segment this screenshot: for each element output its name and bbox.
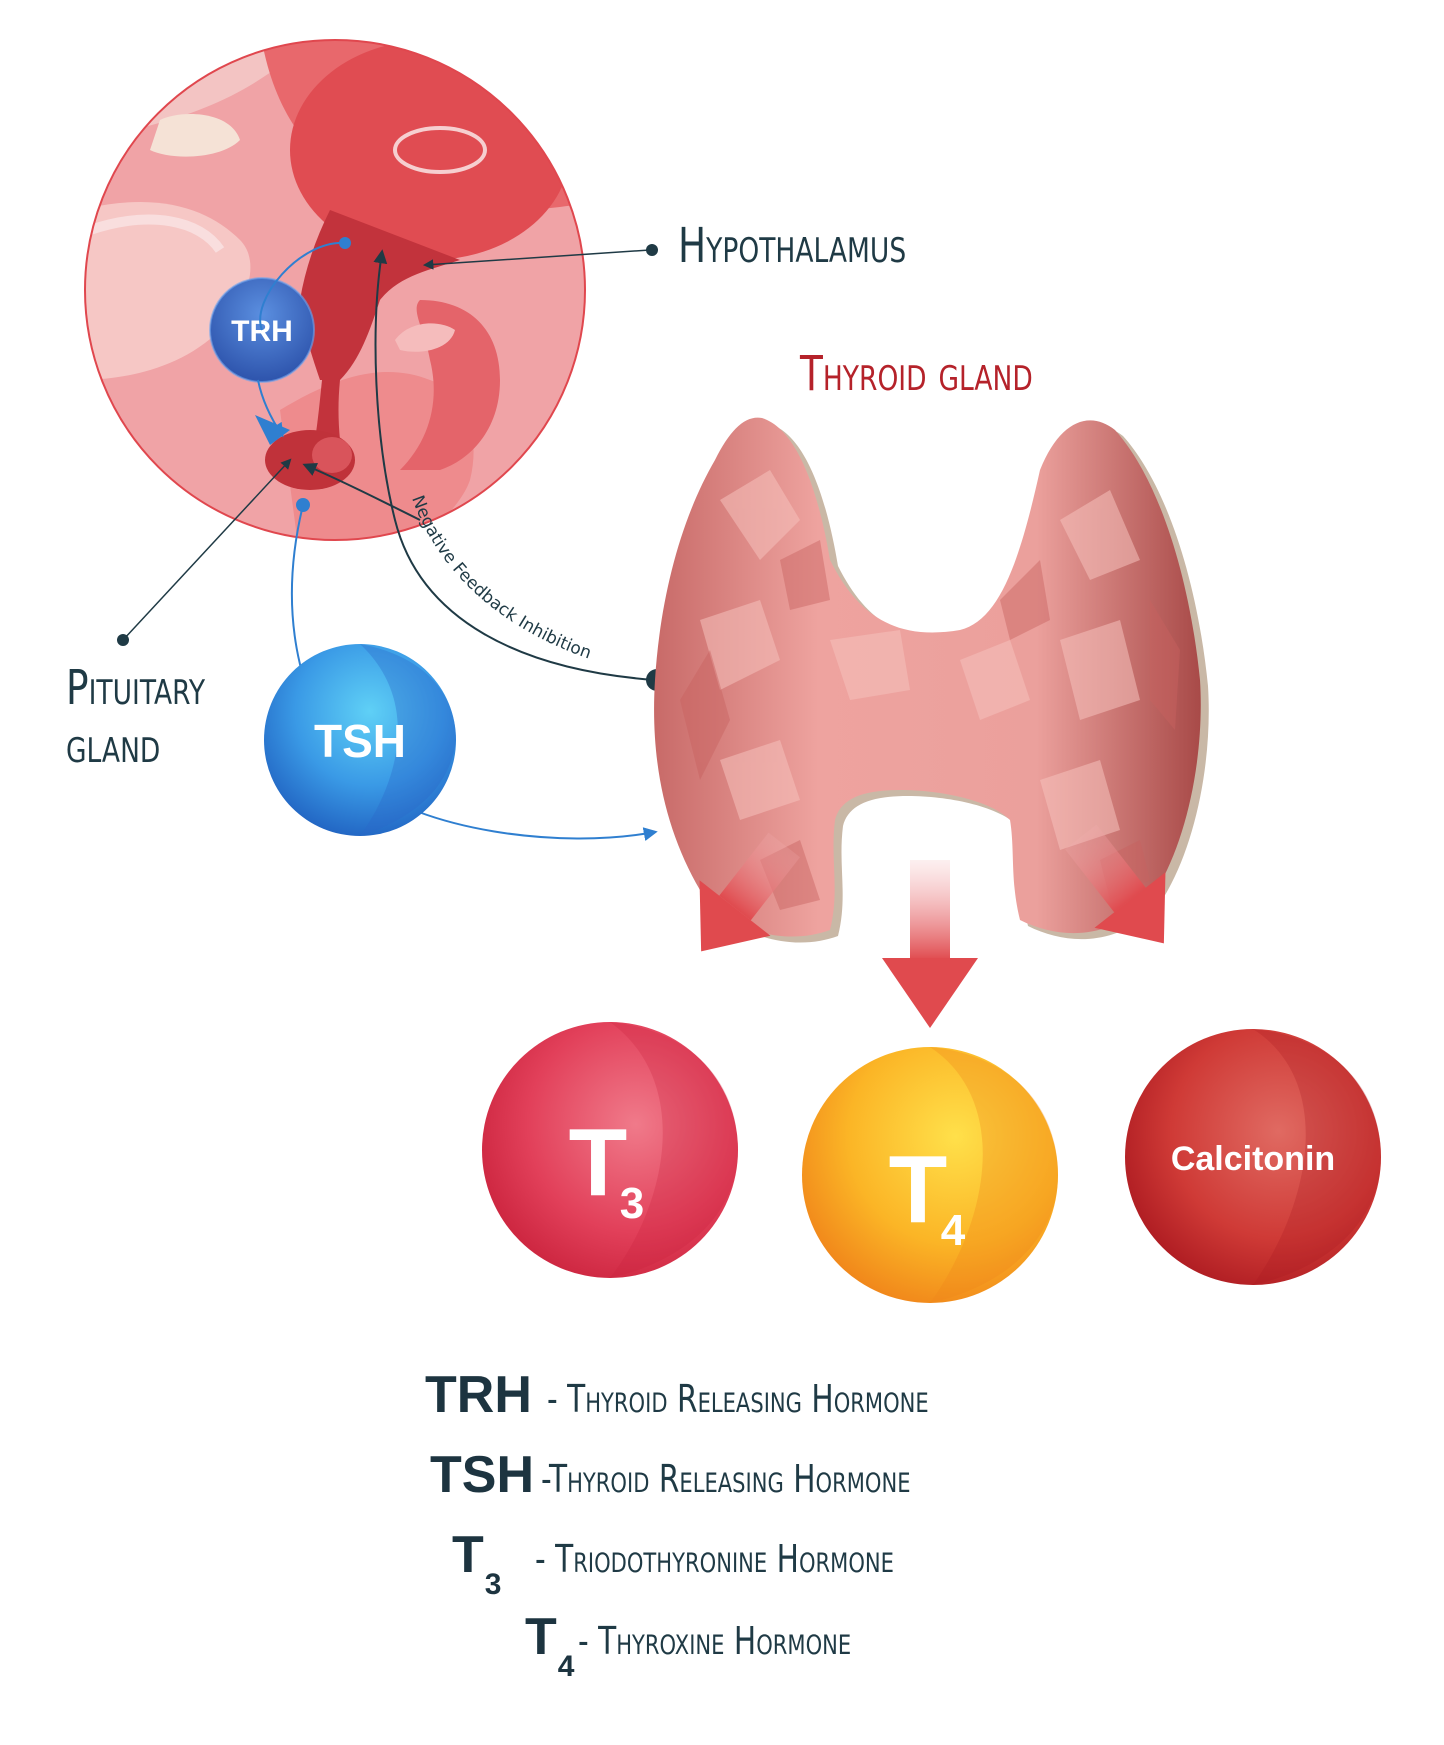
trh-origin-dot — [339, 237, 351, 249]
trh-release-path — [259, 241, 346, 331]
hypothalamus-pointer — [422, 249, 651, 270]
arrow-to-calcitonin — [1064, 824, 1166, 944]
hypothalamus-pointer-dot — [646, 244, 658, 256]
legend-row-trh: TRH - Thyroid Releasing Hormone — [425, 1365, 1036, 1442]
pituitary-label-line2: gland — [66, 718, 161, 774]
legend-abbr: TRH — [425, 1366, 532, 1424]
tsh-bubble: TSH — [264, 644, 456, 836]
legend-desc: - Thyroxine Hormone — [578, 1619, 852, 1663]
legend-desc: - Thyroid Releasing Hormone — [546, 1377, 929, 1421]
legend-abbr: TSH — [430, 1446, 534, 1504]
t3-subscript: 3 — [620, 1179, 644, 1228]
pituitary-pointer — [122, 458, 292, 641]
trh-label: TRH — [231, 315, 293, 348]
t3-bubble: T 3 — [482, 1022, 738, 1278]
t3-label: T — [569, 1109, 628, 1216]
t4-subscript: 4 — [941, 1206, 966, 1255]
feedback-to-hypothalamus-arrow — [373, 249, 656, 681]
feedback-to-pituitary-arrow — [302, 462, 421, 521]
t4-label: T — [889, 1136, 948, 1243]
legend-row-t3: T3 - Triodothyronine Hormone — [452, 1525, 996, 1602]
legend-abbr: T3 — [452, 1526, 502, 1601]
calcitonin-bubble: Calcitonin — [1125, 1029, 1381, 1285]
feedback-label: Negative Feedback Inhibition — [407, 493, 594, 664]
tsh-label: TSH — [314, 715, 406, 767]
t4-bubble: T 4 — [802, 1047, 1058, 1303]
pituitary-pointer-dot — [117, 634, 129, 646]
secretion-arrows — [699, 824, 1166, 1028]
arrow-to-t4 — [882, 860, 978, 1028]
arrow-to-t3 — [699, 832, 801, 952]
legend-row-tsh: TSH -Thyroid Releasing Hormone — [430, 1445, 1015, 1522]
thyroid-gland — [654, 417, 1209, 943]
calcitonin-label: Calcitonin — [1171, 1140, 1335, 1178]
thyroid-gland-label: Thyroid gland — [800, 346, 1033, 402]
legend-abbr: T4 — [525, 1608, 575, 1683]
pituitary-label-line1: Pituitary — [66, 660, 206, 716]
legend-desc: -Thyroid Releasing Hormone — [541, 1457, 911, 1501]
blue-arrowhead-icon — [255, 415, 290, 445]
hypothalamus-label: Hypothalamus — [678, 218, 907, 274]
legend-row-t4: T4 - Thyroxine Hormone — [525, 1607, 929, 1684]
brain-section — [84, 39, 586, 541]
legend-desc: - Triodothyronine Hormone — [535, 1537, 895, 1581]
